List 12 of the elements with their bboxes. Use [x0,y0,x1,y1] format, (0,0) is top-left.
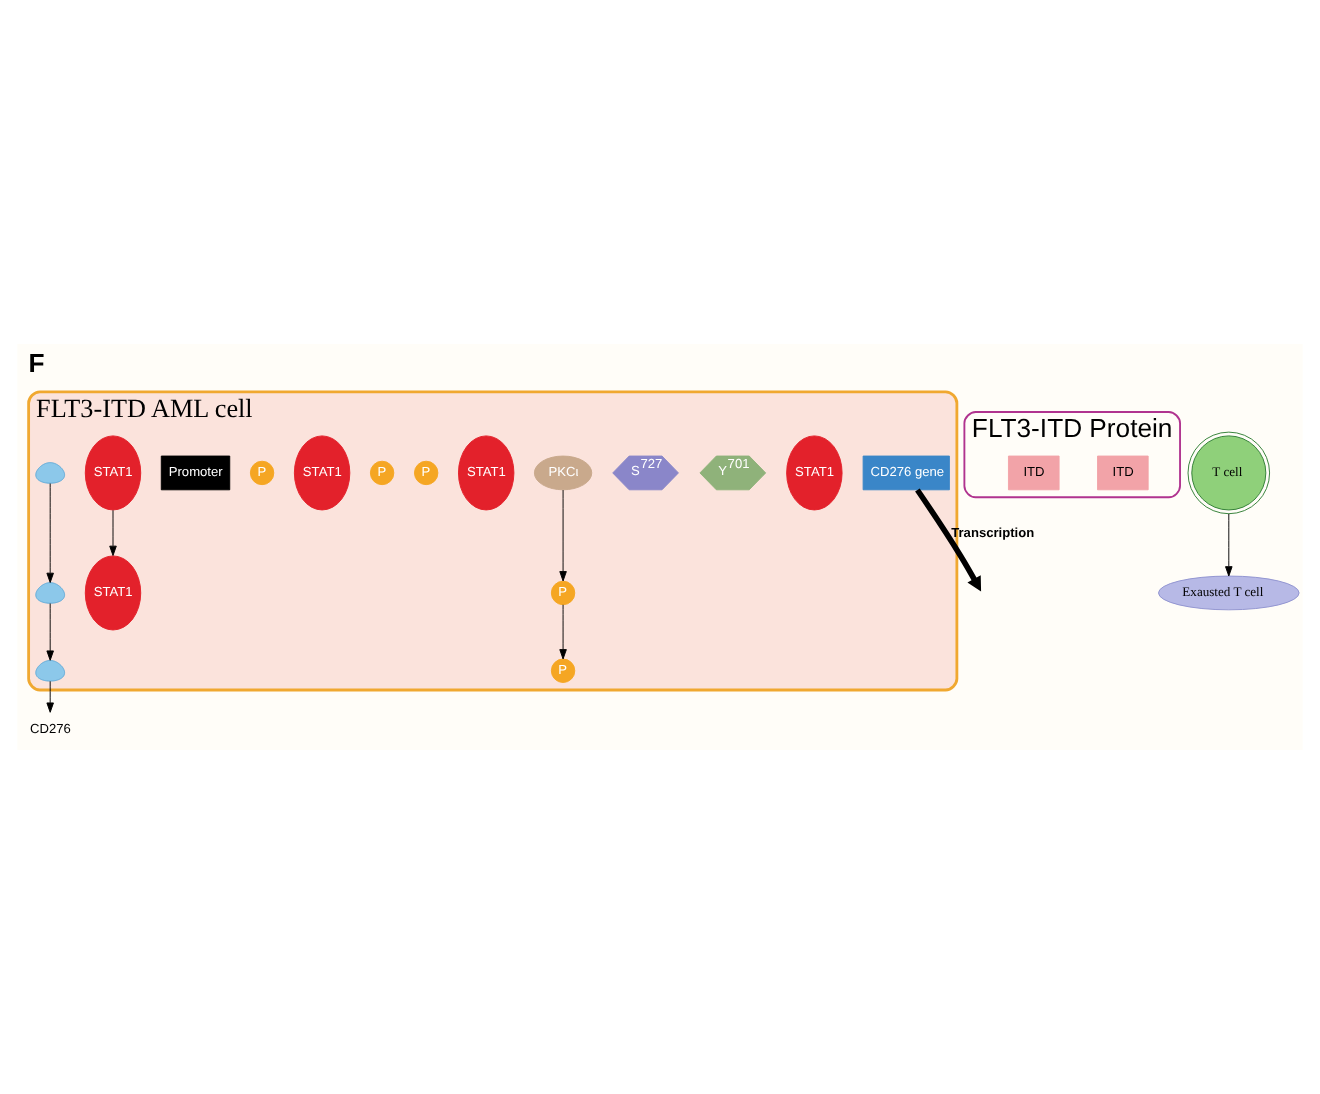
arrow [559,489,567,582]
node-picture [35,582,66,604]
arrow [46,603,54,661]
node-picture [35,660,66,682]
arrow [915,488,982,592]
arrow [109,509,117,556]
arrow [559,604,567,660]
arrow [46,483,54,583]
arrow [1225,513,1233,577]
arrow [46,680,54,713]
diagram-title: F [28,347,45,378]
node-picture [35,462,66,484]
